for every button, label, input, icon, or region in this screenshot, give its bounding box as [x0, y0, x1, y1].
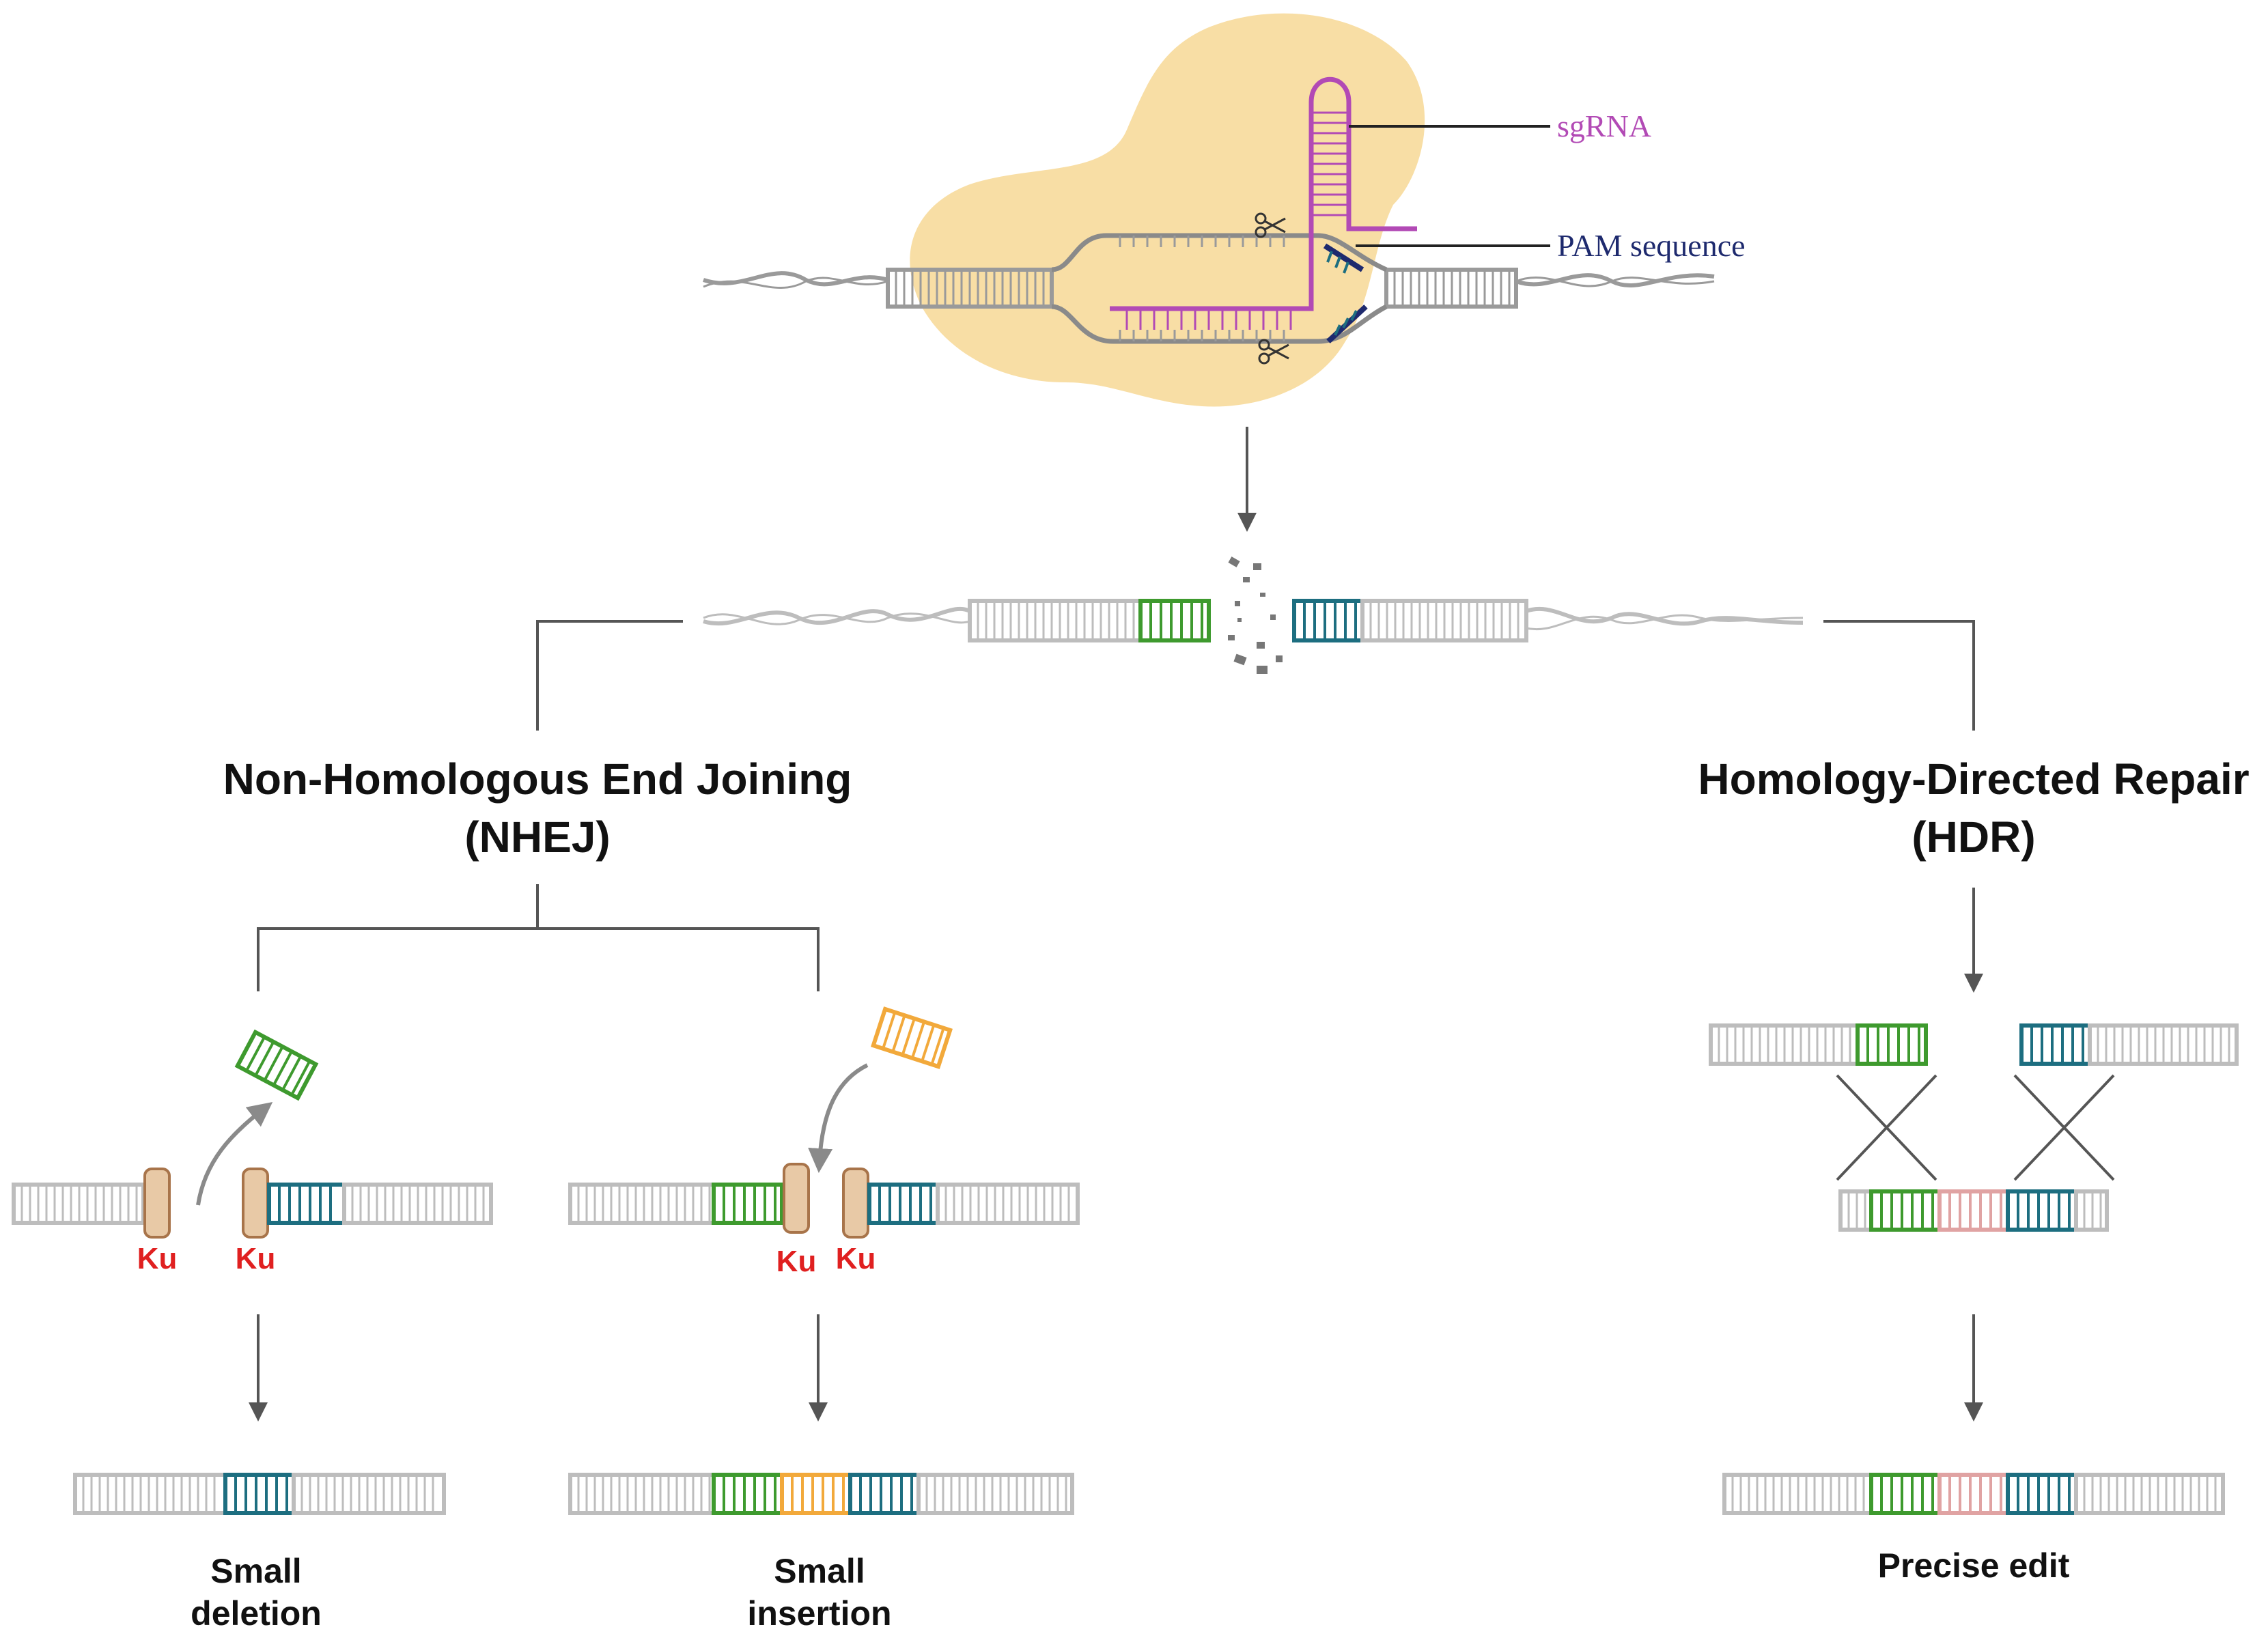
hdr-title: Homology-Directed Repair	[1698, 754, 2249, 804]
nhej-title: Non-Homologous End Joining	[223, 754, 852, 804]
pam-sequence	[1323, 243, 1368, 343]
small-deletion-label-line1: Small	[210, 1552, 301, 1590]
dna-bubble-top	[1051, 233, 1388, 272]
small-deletion-label-line2: deletion	[191, 1594, 322, 1632]
ku-label-3: Ku	[776, 1245, 817, 1278]
nhej-abbreviation: (NHEJ)	[464, 812, 610, 862]
small-insertion-label-line2: insertion	[747, 1594, 891, 1632]
ku-label-2: Ku	[236, 1242, 276, 1275]
ku-label-4: Ku	[836, 1242, 876, 1275]
nhej-split-bracket	[257, 884, 820, 991]
sgrna-hairpin-rungs	[1311, 111, 1349, 216]
nhej-deletion-panel: Ku Ku Small deletion	[12, 1029, 493, 1632]
incoming-orange-fragment	[871, 1006, 953, 1069]
precise-edit-label: Precise edit	[1878, 1546, 2070, 1585]
release-arrow	[196, 1101, 273, 1206]
ku-label-1: Ku	[137, 1242, 178, 1275]
scissors-icon-top	[1255, 212, 1286, 238]
cut-dna	[703, 556, 1804, 674]
insertion-arrow	[808, 1063, 869, 1173]
pam-sequence-label: PAM sequence	[1557, 228, 1746, 263]
ku-protein-right-1	[783, 1163, 810, 1234]
dna-fragments	[1228, 556, 1283, 674]
ku-protein-left-1	[143, 1168, 171, 1239]
hdr-panel: Precise edit	[1709, 888, 2239, 1585]
dna-ladder-right	[1384, 268, 1518, 309]
scissors-icon-bottom	[1258, 339, 1289, 365]
cas9-complex: sgRNA PAM sequence	[703, 13, 1746, 407]
nhej-insertion-panel: Ku Ku Small insertion	[568, 1006, 1080, 1632]
released-green-fragment	[234, 1029, 319, 1101]
crossover-right	[2013, 1074, 2115, 1181]
connector-to-hdr	[1823, 620, 1975, 731]
dna-tail-left	[703, 271, 888, 287]
connector-to-nhej	[536, 620, 683, 731]
green-segment	[1138, 599, 1211, 642]
ku-protein-left-2	[242, 1168, 269, 1239]
sgrna-label: sgRNA	[1557, 109, 1651, 143]
small-insertion-label-line1: Small	[774, 1552, 865, 1590]
dna-ladder-left	[886, 268, 1054, 309]
hdr-abbreviation: (HDR)	[1912, 812, 2035, 862]
crossover-left	[1836, 1074, 1937, 1181]
sgrna-strand	[1110, 76, 1417, 311]
ku-protein-right-2	[842, 1168, 869, 1239]
